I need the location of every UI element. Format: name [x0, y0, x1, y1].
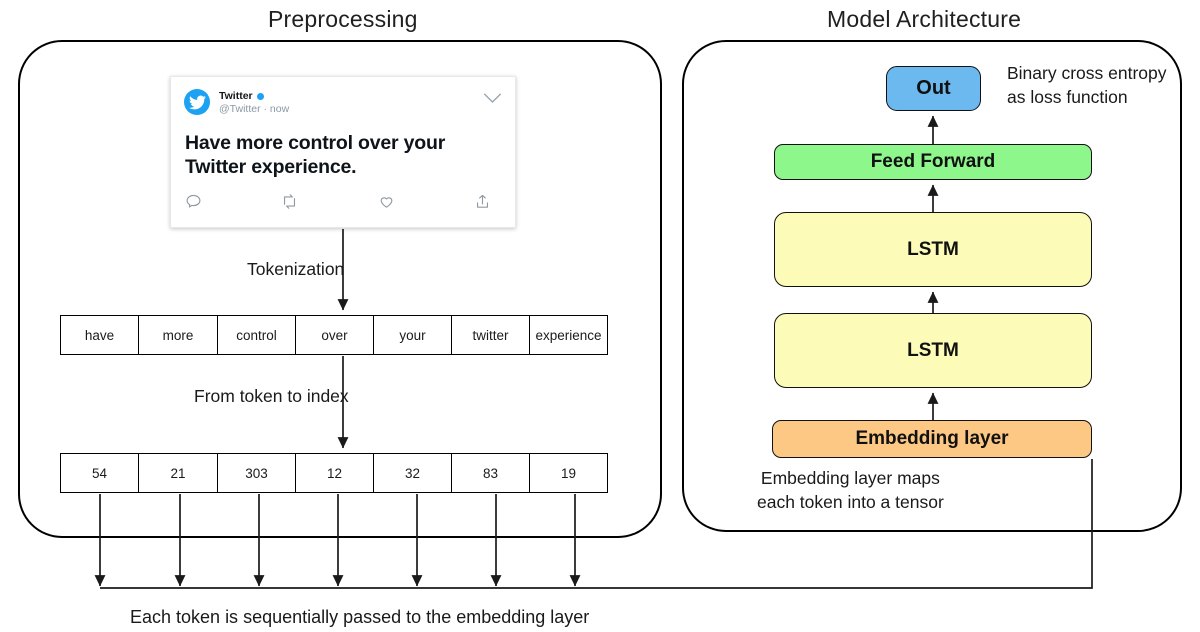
index-cell: 21 [138, 453, 218, 493]
twitter-bird-avatar-icon [184, 89, 210, 115]
preprocessing-title: Preprocessing [268, 6, 418, 32]
retweet-icon[interactable] [281, 193, 298, 210]
token-cell: twitter [451, 315, 530, 355]
verified-badge-icon [256, 92, 264, 100]
chevron-down-icon[interactable] [484, 93, 501, 104]
tokenization-label: Tokenization [247, 259, 345, 279]
token-cell: control [217, 315, 296, 355]
loss-note-line-1: Binary cross entropy [1007, 63, 1167, 83]
tweet-text: Have more control over your Twitter expe… [185, 132, 446, 179]
like-icon[interactable] [378, 193, 395, 210]
index-cell: 32 [373, 453, 452, 493]
model-block-out[interactable]: Out [886, 66, 981, 111]
token-cell: your [373, 315, 452, 355]
token-cell: over [295, 315, 374, 355]
model-block-feed-forward[interactable]: Feed Forward [774, 144, 1092, 180]
tweet-handle: @Twitter · now [219, 103, 290, 116]
embedding-note: Embedding layer maps each token into a t… [757, 466, 944, 514]
tweet-author-block: Twitter @Twitter · now [219, 89, 289, 115]
token-to-index-label: From token to index [194, 386, 349, 406]
model-block-lstm-lower[interactable]: LSTM [774, 313, 1092, 388]
index-cell: 19 [529, 453, 608, 493]
model-block-embedding-layer[interactable]: Embedding layer [772, 420, 1092, 458]
embedding-note-line-1: Embedding layer maps [760, 468, 940, 488]
tweet-header: Twitter @Twitter · now [184, 89, 289, 115]
index-cell: 54 [60, 453, 139, 493]
model-architecture-title: Model Architecture [827, 6, 1022, 32]
tweet-card: Twitter @Twitter · now Have more control… [170, 76, 516, 228]
index-cell: 303 [217, 453, 296, 493]
tweet-action-bar [185, 193, 491, 210]
index-cell: 83 [451, 453, 530, 493]
loss-note-line-2: as loss function [1007, 87, 1128, 108]
token-cell: have [60, 315, 139, 355]
bottom-caption: Each token is sequentially passed to the… [130, 607, 590, 627]
index-cell: 12 [295, 453, 374, 493]
loss-function-note: Binary cross entropy as loss function [1007, 61, 1167, 109]
tweet-display-name: Twitter [219, 90, 253, 102]
token-cell: more [138, 315, 218, 355]
token-cell: experience [529, 315, 608, 355]
reply-icon[interactable] [185, 193, 202, 210]
embedding-note-line-2: each token into a tensor [757, 492, 944, 513]
share-icon[interactable] [474, 193, 491, 210]
model-block-lstm-upper[interactable]: LSTM [774, 212, 1092, 287]
